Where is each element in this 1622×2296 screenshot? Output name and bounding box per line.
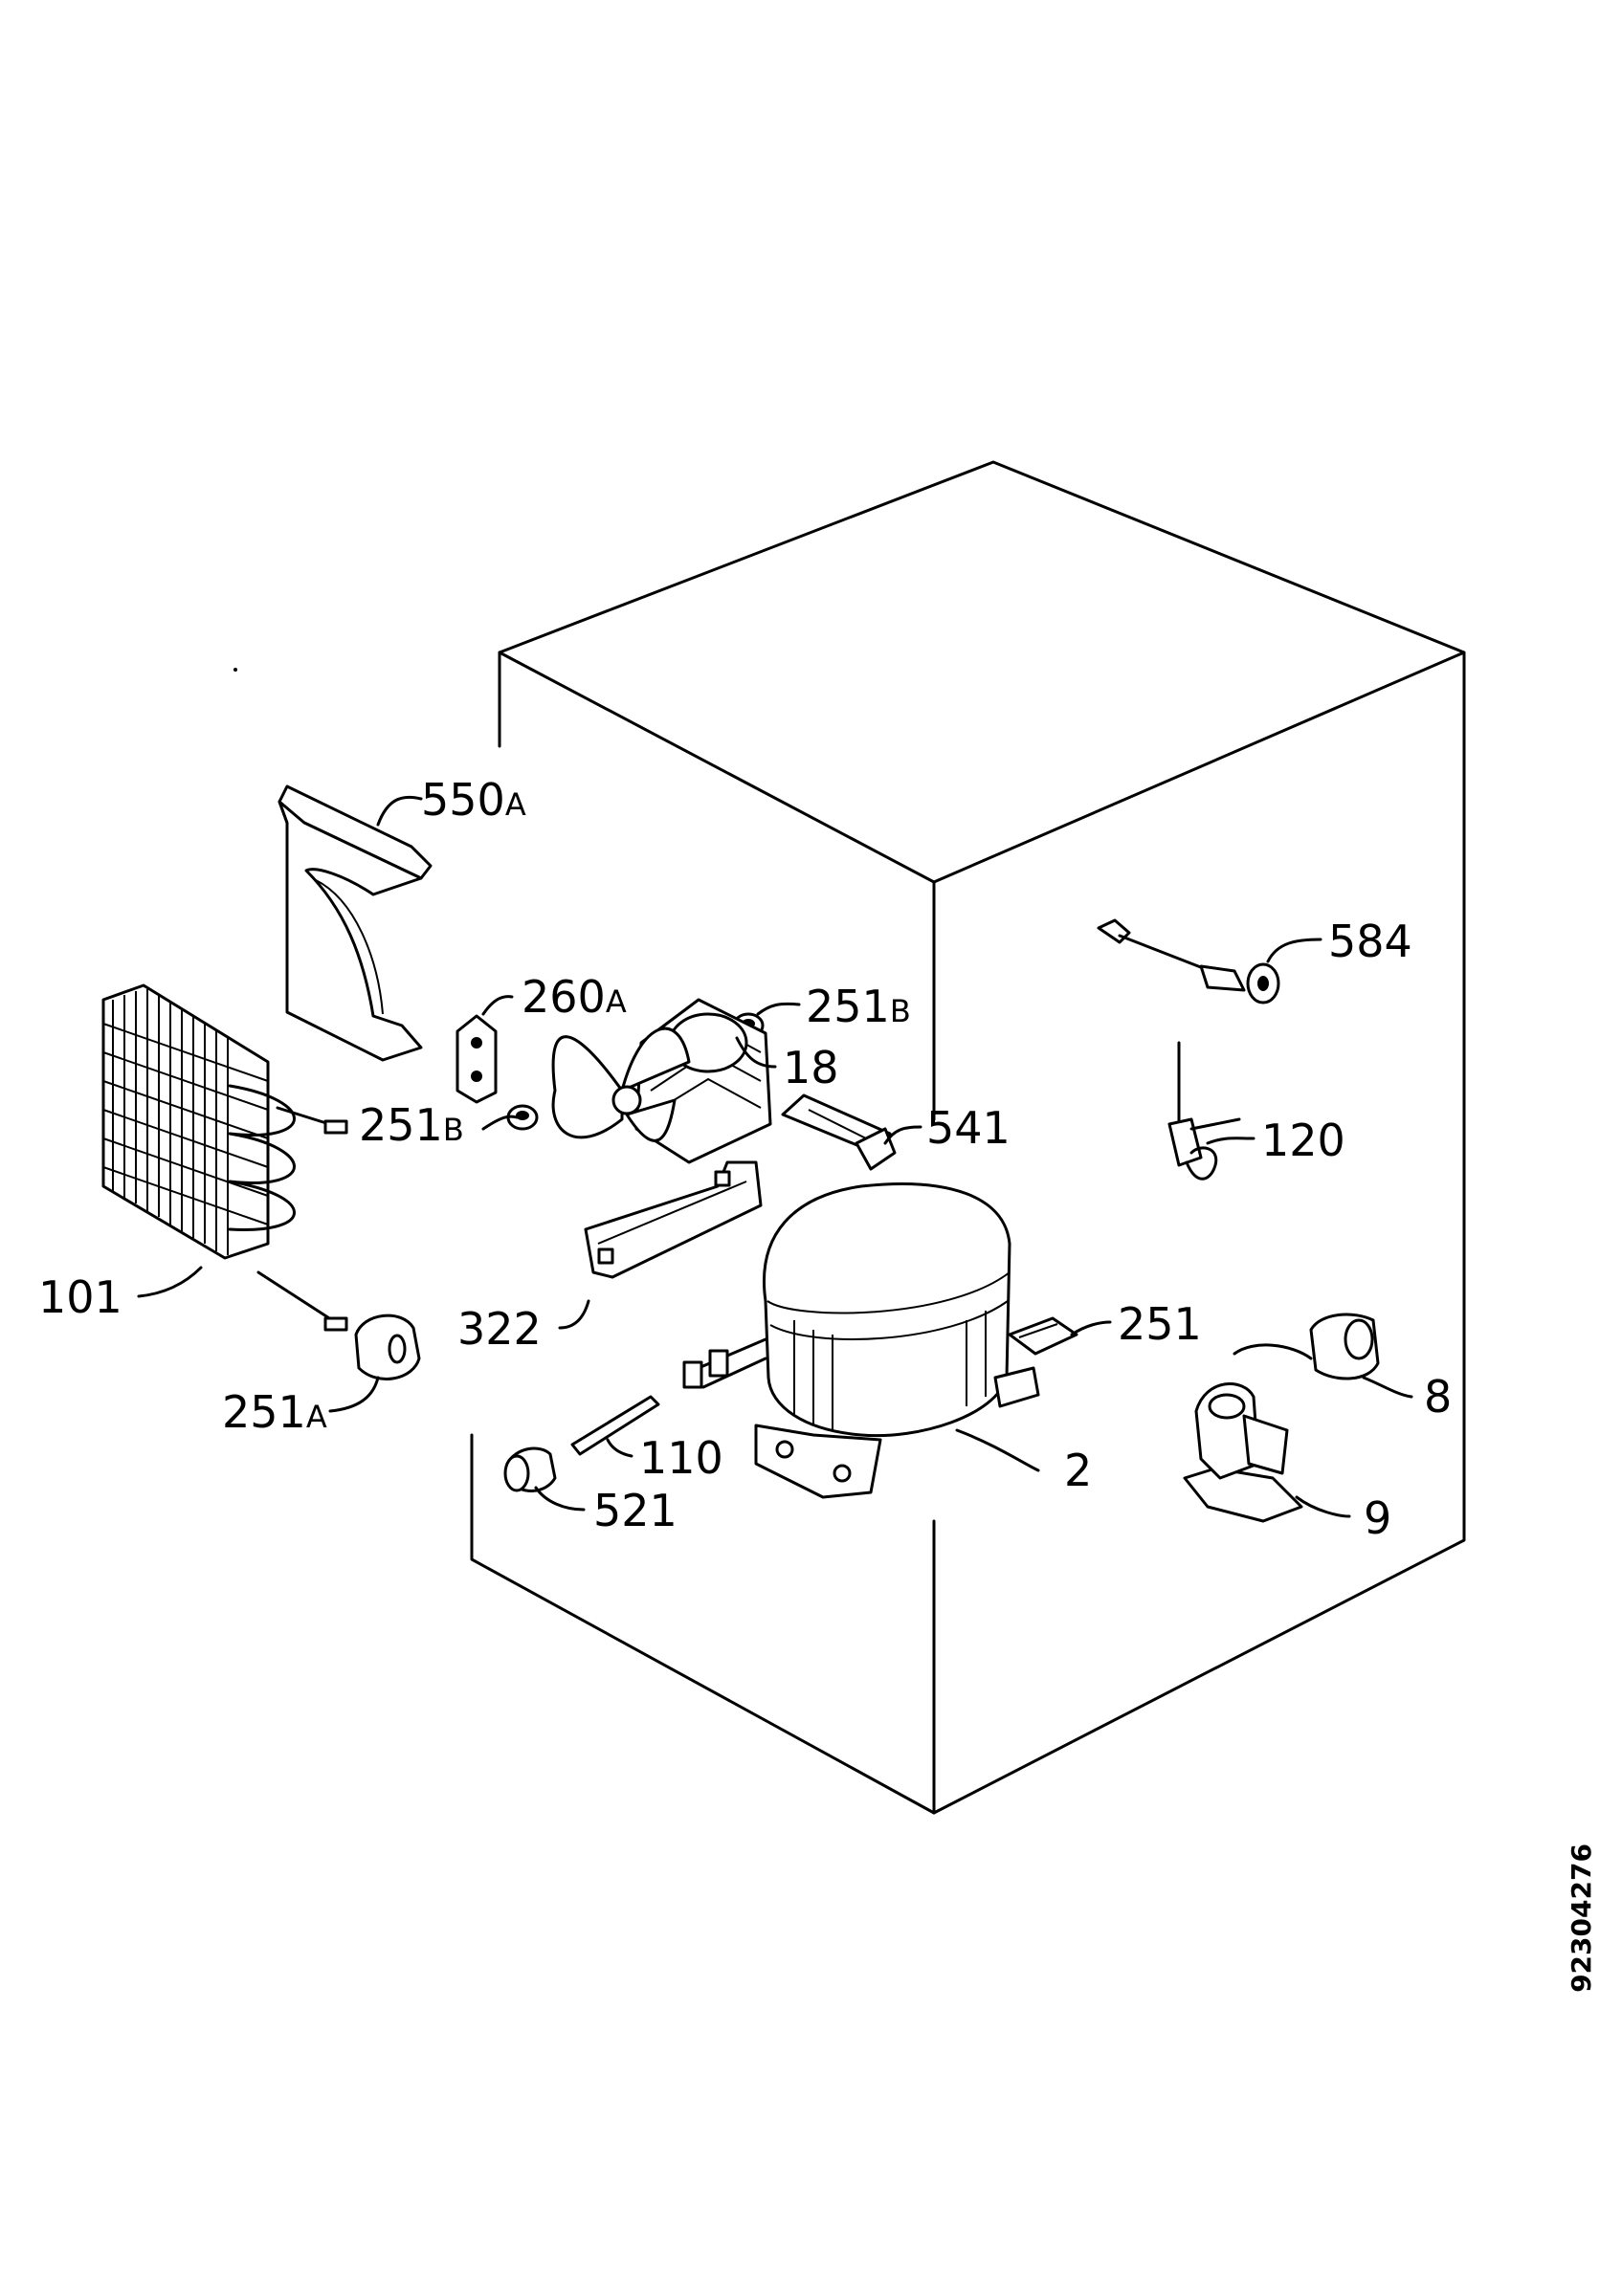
callout-322: 322	[457, 1303, 542, 1355]
relay-holder-part-9	[1183, 1382, 1303, 1523]
grommet-part-251	[1008, 1316, 1078, 1356]
leader-lines	[137, 795, 1413, 1518]
callout-101: 101	[38, 1271, 122, 1323]
callout-labels: 550A 260A 251B 18 251B 541 584 120 101 3…	[38, 774, 1452, 1544]
callout-251: 251	[1118, 1298, 1202, 1350]
relay-part-541	[781, 1093, 897, 1171]
thermostat-sensor-part-120	[1167, 1041, 1241, 1181]
tube-part-110	[570, 1395, 660, 1456]
compressor-part	[682, 1182, 1040, 1499]
grommet-part-251a	[354, 1314, 421, 1380]
callout-550a: 550A	[421, 774, 526, 826]
overload-part-8	[1233, 1313, 1380, 1380]
callout-18: 18	[783, 1042, 839, 1093]
callout-8: 8	[1424, 1371, 1452, 1423]
fan-motor-part	[551, 998, 772, 1164]
callout-584: 584	[1328, 916, 1412, 967]
callout-541: 541	[926, 1102, 1011, 1154]
cabinet-outline	[470, 460, 1466, 1815]
callout-120: 120	[1261, 1115, 1345, 1166]
bracket-part-260a	[455, 1014, 498, 1104]
callout-521: 521	[593, 1485, 678, 1536]
stray-dot	[233, 668, 237, 672]
document-number: 92304276	[1566, 1843, 1597, 1993]
mounting-bracket-part	[584, 1160, 763, 1279]
sensor-clip-part-584	[1097, 918, 1280, 1004]
callout-9: 9	[1364, 1492, 1391, 1544]
callout-110: 110	[639, 1432, 723, 1484]
callout-251b-lower: 251B	[359, 1099, 464, 1151]
air-duct-part	[278, 784, 433, 1062]
cap-part-521	[503, 1446, 557, 1492]
callout-251a: 251A	[222, 1386, 327, 1438]
callout-2: 2	[1064, 1445, 1092, 1496]
callout-260a: 260A	[522, 971, 627, 1023]
condenser-coil-part	[101, 983, 348, 1332]
callout-251b-upper: 251B	[806, 981, 911, 1032]
